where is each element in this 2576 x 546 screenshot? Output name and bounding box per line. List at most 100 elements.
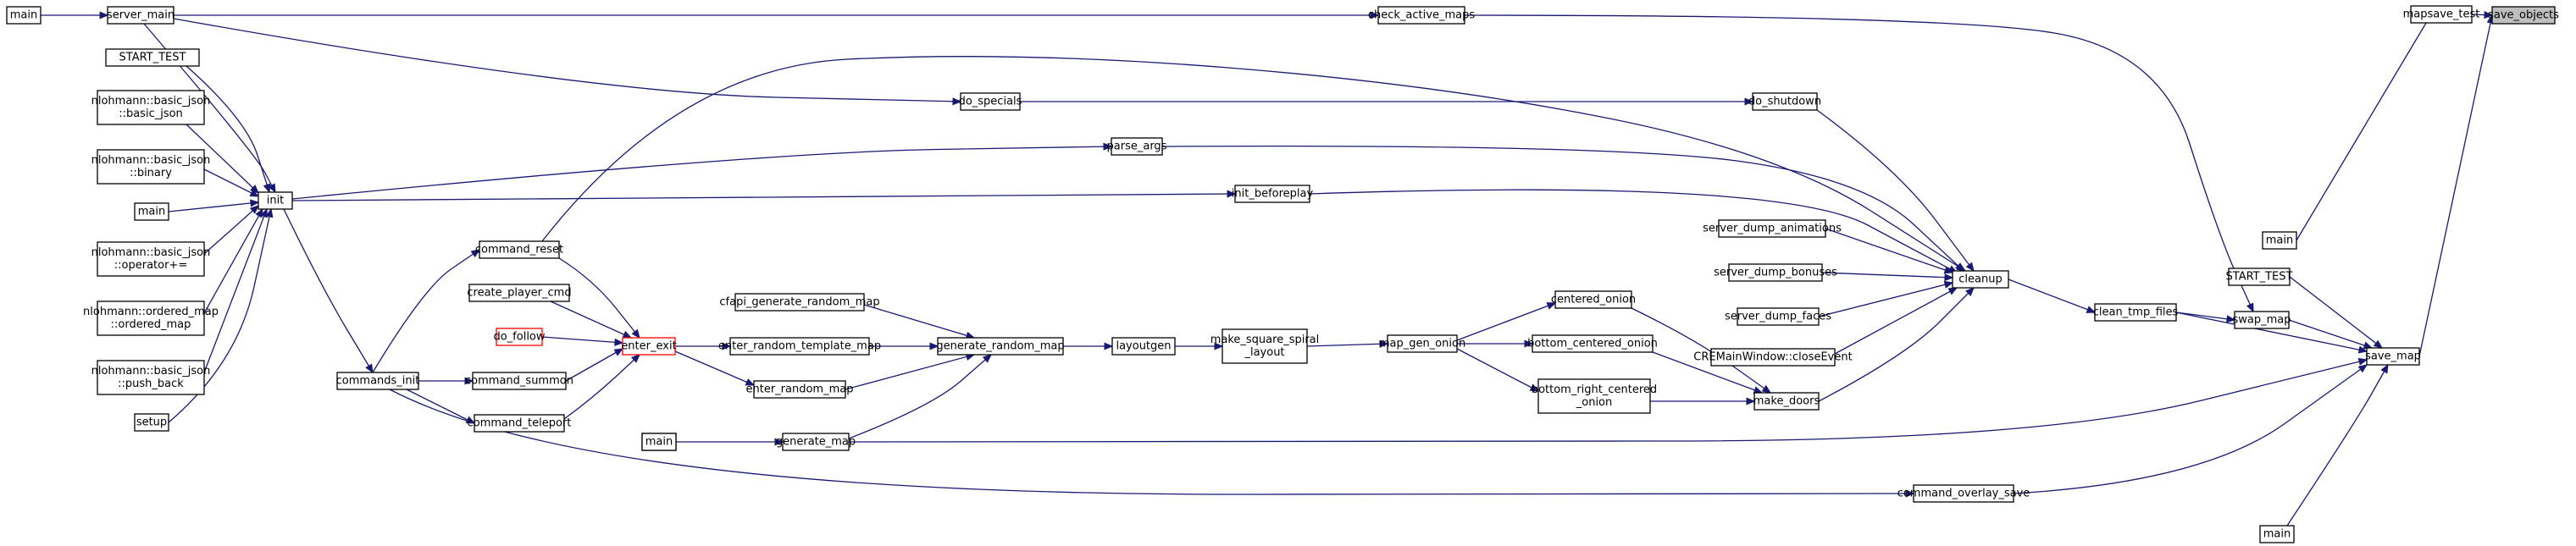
node-box	[1387, 334, 1458, 353]
node-make-square-spiral-layout[interactable]: make_square_spiral_layout	[1210, 328, 1320, 364]
node-basic-json-op[interactable]: nlohmann::basic_json::operator+=	[91, 241, 211, 277]
node-layoutgen[interactable]: layoutgen	[1111, 337, 1176, 356]
arrowhead	[1104, 342, 1114, 350]
node-label: init	[267, 195, 285, 207]
node-setup[interactable]: setup	[134, 413, 169, 432]
node-centered-onion[interactable]: centered_onion	[1551, 290, 1636, 309]
node-label: enter_random_template_map	[718, 340, 881, 353]
node-ordered-map-ctor[interactable]: nlohmann::ordered_map::ordered_map	[83, 301, 219, 336]
node-commands-init[interactable]: commands_init	[336, 372, 420, 390]
edge-bottom_centered_onion-to-make_doors	[1652, 351, 1763, 394]
node-label: bottom_centered_onion	[1527, 338, 1658, 350]
node-basic-json-binary[interactable]: nlohmann::basic_json::binary	[91, 149, 211, 185]
edge-init-to-init_beforeplay	[291, 193, 1236, 201]
node-do-specials[interactable]: do_specials	[959, 92, 1022, 111]
edge-cleanup-to-clean_tmp_files	[2008, 279, 2096, 313]
node-command-reset[interactable]: command_reset	[475, 240, 563, 259]
arrowhead	[622, 330, 633, 339]
node-enter-random-map[interactable]: enter_random_map	[746, 380, 854, 399]
node-box	[1710, 348, 1836, 367]
node-basic-json-push-back[interactable]: nlohmann::basic_json::push_back	[91, 360, 211, 395]
node-box	[472, 372, 567, 390]
node-do-shutdown[interactable]: do_shutdown	[1748, 92, 1821, 111]
arrowhead	[1214, 342, 1224, 350]
node-swap-map[interactable]: swap_map	[2232, 311, 2291, 329]
node-main-1[interactable]: main	[2262, 231, 2297, 250]
node-bottom-centered-onion[interactable]: bottom_centered_onion	[1527, 334, 1658, 353]
node-server-dump-bonuses[interactable]: server_dump_bonuses	[1714, 263, 1837, 282]
node-cremainwindow-closeevent[interactable]: CREMainWindow::closeEvent	[1693, 348, 1853, 367]
edge-init-to-parse_args	[291, 146, 1112, 200]
arrowhead	[2380, 363, 2389, 374]
node-label: mapsave_test	[2403, 8, 2480, 21]
node-mapsave-test[interactable]: mapsave_test	[2403, 5, 2480, 24]
edge-commands_init-to-command_reset	[372, 249, 480, 373]
edge-swap_map-to-save_map	[2288, 319, 2373, 349]
node-box	[1222, 328, 1308, 364]
node-start-test-2[interactable]: START_TEST	[105, 48, 200, 67]
node-server-dump-animations[interactable]: server_dump_animations	[1703, 219, 1842, 238]
edge-clean_tmp_files-to-save_map	[2175, 312, 2368, 352]
node-save-objects[interactable]: save_objects	[2488, 6, 2559, 25]
arrowhead	[2484, 11, 2494, 19]
node-label: ::binary	[130, 167, 172, 179]
node-init-beforeplay[interactable]: init_beforeplay	[1232, 185, 1314, 203]
node-box	[97, 241, 205, 277]
arrowhead	[249, 205, 259, 214]
node-command-overlay-save[interactable]: command_overlay_save	[1897, 484, 2030, 503]
node-bottom-right-centered-onion[interactable]: bottom_right_centered_onion	[1532, 378, 1657, 414]
edge-map_gen_onion-to-bottom_right_centered_onion	[1456, 348, 1539, 392]
node-create-player-cmd[interactable]: create_player_cmd	[467, 284, 572, 302]
arrowhead	[1103, 142, 1113, 151]
node-label: swap_map	[2232, 314, 2291, 327]
arrowhead	[265, 207, 274, 218]
node-main-5[interactable]: main	[134, 202, 169, 221]
node-init[interactable]: init	[258, 191, 293, 210]
node-enter-random-template-map[interactable]: enter_random_template_map	[718, 337, 881, 356]
node-server-dump-faces[interactable]: server_dump_faces	[1725, 307, 1831, 326]
edge-cremainwindow_closeevent-to-cleanup	[1834, 287, 1958, 355]
node-box	[1913, 484, 2014, 503]
node-main-6[interactable]: main	[641, 433, 677, 451]
node-generate-map[interactable]: generate_map	[776, 433, 856, 451]
arrowhead	[1524, 339, 1534, 348]
node-main-2[interactable]: main	[2259, 525, 2295, 543]
node-box	[2259, 525, 2295, 543]
node-cleanup[interactable]: cleanup	[1952, 270, 2009, 289]
node-box	[1752, 92, 1818, 111]
node-cfapi-generate-random-map[interactable]: cfapi_generate_random_map	[719, 293, 880, 312]
node-save-map[interactable]: save_map	[2365, 347, 2421, 366]
node-main-3[interactable]: main	[6, 6, 42, 25]
node-check-active-maps[interactable]: check_active_maps	[1368, 6, 1475, 25]
edge-generate_map-to-save_map	[848, 359, 2368, 443]
node-box	[97, 301, 205, 336]
edge-create_player_cmd-to-enter_exit	[550, 301, 632, 339]
node-label: main	[10, 9, 37, 22]
node-make-doors[interactable]: make_doors	[1753, 392, 1820, 411]
node-box	[6, 6, 42, 25]
node-command-summon[interactable]: command_summon	[465, 372, 573, 390]
arrowhead	[249, 189, 260, 197]
edge-start_test_2-to-init	[186, 65, 270, 193]
arrowhead	[255, 207, 263, 218]
node-label: command_summon	[465, 375, 573, 388]
node-label: command_reset	[475, 244, 563, 256]
node-do-follow[interactable]: do_follow	[493, 328, 546, 346]
edge-main_2-to-save_map	[2286, 364, 2389, 527]
node-command-teleport[interactable]: command_teleport	[468, 414, 572, 433]
node-box	[2410, 5, 2473, 24]
arrowhead	[952, 97, 962, 106]
edge-enter_exit-to-enter_random_map	[674, 350, 755, 386]
node-basic-json-ctor[interactable]: nlohmann::basic_json::basic_json	[91, 90, 211, 125]
arrowhead	[465, 416, 476, 424]
node-server-main[interactable]: server_main	[107, 6, 175, 25]
node-start-test-1[interactable]: START_TEST	[2226, 267, 2293, 286]
node-parse-args[interactable]: parse_args	[1107, 137, 1167, 156]
node-generate-random-map[interactable]: generate_random_map	[936, 337, 1065, 356]
node-map-gen-onion[interactable]: map_gen_onion	[1379, 334, 1465, 353]
edge-basic_json_op-to-init	[203, 205, 259, 255]
node-clean-tmp-files[interactable]: clean_tmp_files	[2093, 303, 2179, 322]
node-enter-exit[interactable]: enter_exit	[621, 337, 677, 356]
node-label: cleanup	[1958, 273, 2002, 286]
node-box	[97, 360, 205, 395]
